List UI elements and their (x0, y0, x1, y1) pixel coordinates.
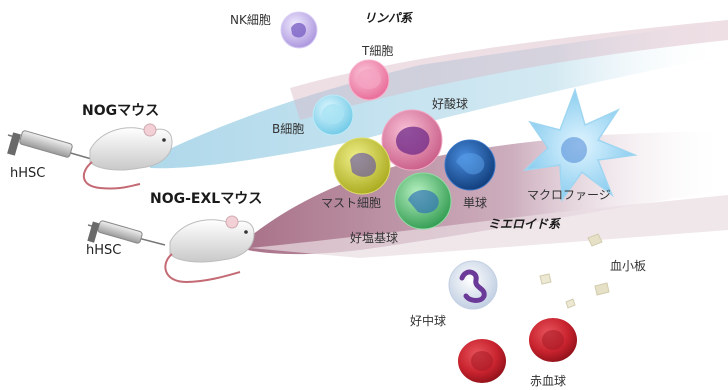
hhsc-top-label: hHSC (10, 167, 45, 180)
eosinophil-icon (382, 110, 442, 170)
nog-exl-mouse-icon (165, 216, 254, 282)
monocyte-icon (445, 140, 495, 190)
platelet-label: 血小板 (610, 260, 646, 272)
t-cell-icon (349, 60, 389, 100)
nk-cell-label: NK細胞 (230, 14, 271, 26)
b-cell-label: B細胞 (272, 123, 304, 135)
myeloid-label: ミエロイド系 (488, 218, 560, 230)
b-cell-icon (313, 95, 353, 135)
neutrophil-label: 好中球 (410, 315, 446, 327)
neutrophil-icon (449, 261, 497, 309)
t-cell-label: T細胞 (362, 45, 393, 57)
syringe-top-icon (7, 130, 95, 160)
mast-cell-label: マスト細胞 (321, 197, 381, 209)
nog-mouse-icon (84, 124, 172, 189)
nog-mouse-label: NOGマウス (82, 104, 159, 118)
eosinophil-label: 好酸球 (432, 98, 468, 110)
nk-cell-icon (281, 12, 317, 48)
hhsc-bottom-label: hHSC (86, 244, 121, 257)
platelets-icon (540, 234, 609, 308)
basophil-label: 好塩基球 (350, 232, 398, 244)
syringe-bottom-icon (87, 220, 165, 245)
basophil-icon (395, 173, 451, 229)
monocyte-label: 単球 (463, 197, 487, 209)
mast-cell-icon (334, 138, 390, 194)
macrophage-label: マクロファージ (527, 189, 611, 201)
red-blood-cell-label: 赤血球 (530, 375, 566, 387)
lymphoid-label: リンパ系 (364, 12, 412, 24)
nog-exl-mouse-label: NOG-EXLマウス (150, 192, 262, 206)
